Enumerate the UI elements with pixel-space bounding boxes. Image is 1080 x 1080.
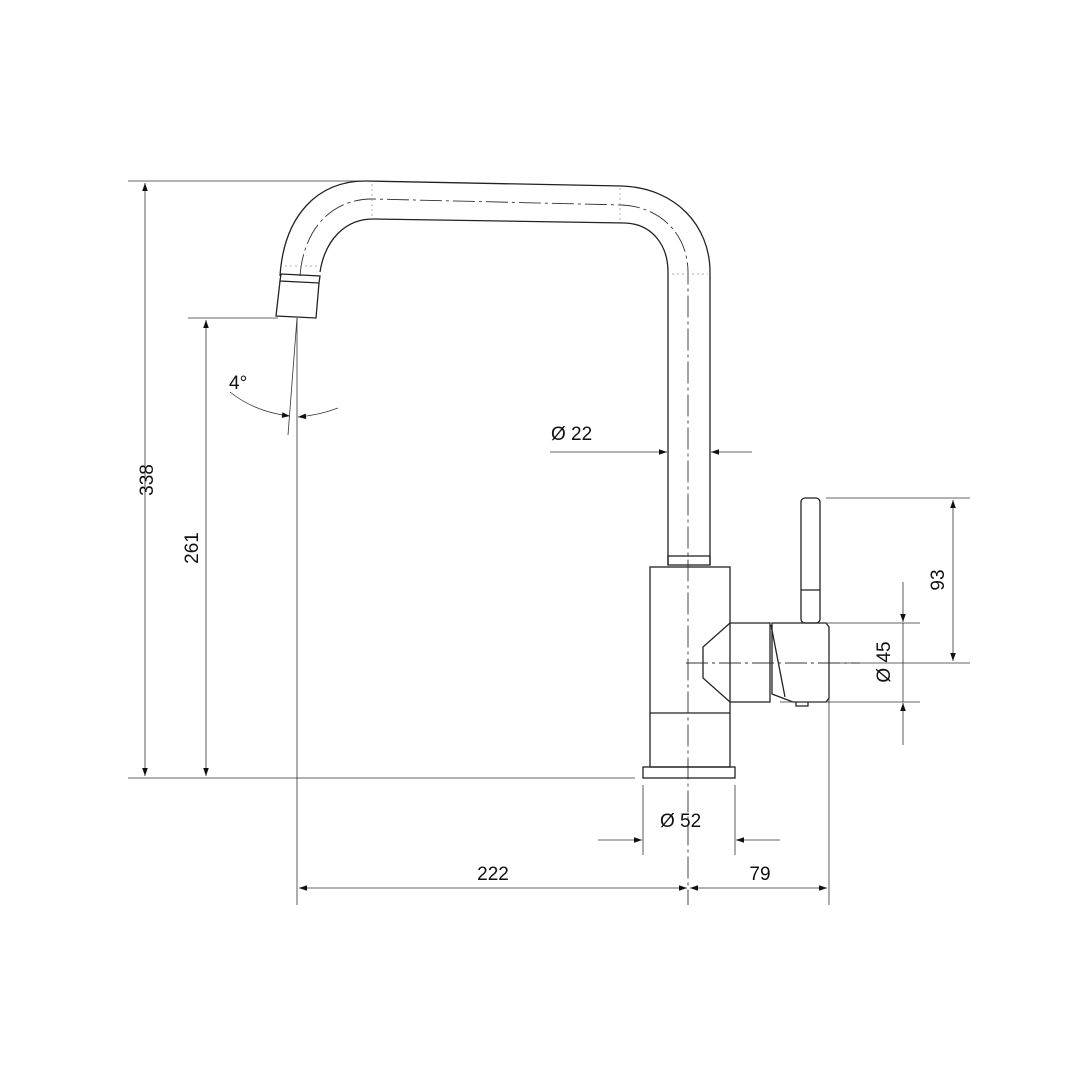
dim-label-45: Ø 45 — [874, 641, 895, 682]
dim-label-93: 93 — [928, 569, 949, 590]
nozzle — [275, 273, 321, 319]
spout — [279, 180, 711, 905]
side-handle — [702, 497, 830, 707]
dimension-pipe-diameter: Ø 22 — [550, 424, 752, 455]
faucet-body — [642, 555, 736, 779]
dim-label-222: 222 — [477, 864, 509, 885]
dimension-handle-diameter: Ø 45 — [780, 582, 920, 745]
dimension-base-diameter: Ø 52 — [598, 785, 780, 855]
dimension-reach: 222 79 — [299, 655, 830, 905]
dimension-93: 93 — [826, 497, 970, 664]
dimension-angle: 4° — [229, 317, 339, 905]
dimension-338: 338 — [128, 180, 635, 779]
dim-label-52: Ø 52 — [660, 811, 701, 832]
dim-label-22: Ø 22 — [551, 424, 592, 445]
dim-label-261: 261 — [182, 532, 203, 564]
dim-label-angle: 4° — [229, 373, 247, 394]
dimension-261: 261 — [182, 317, 278, 776]
dim-label-338: 338 — [137, 464, 158, 496]
dim-label-79: 79 — [749, 864, 770, 885]
